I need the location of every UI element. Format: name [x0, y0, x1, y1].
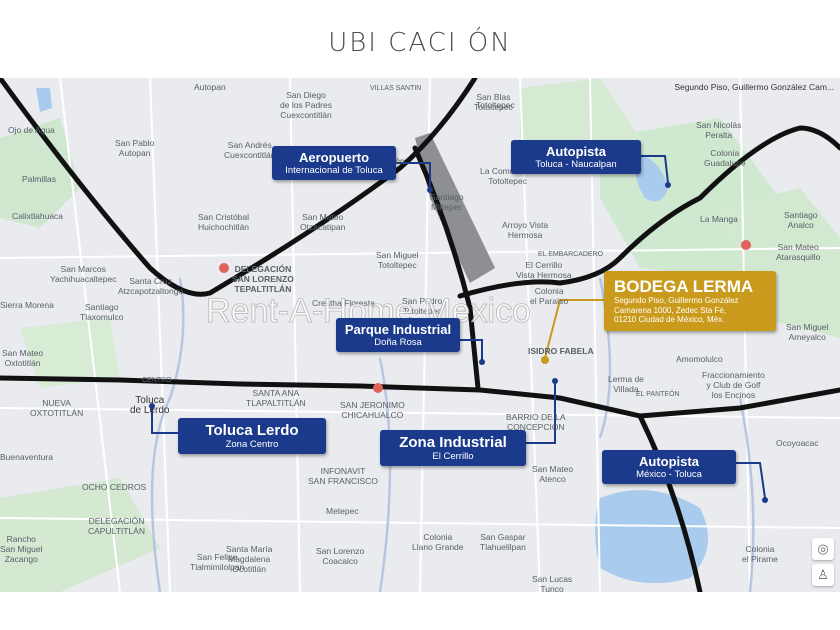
- badge-title: Autopista: [546, 144, 606, 159]
- place-label: San Pedro Totoltepec: [402, 296, 443, 316]
- green-area: [0, 118, 80, 228]
- badge-subtitle: Toluca - Naucalpan: [535, 159, 617, 170]
- place-label: Fraccionamiento y Club de Golf los Encin…: [702, 370, 765, 400]
- badge-title: Zona Industrial: [399, 434, 507, 451]
- lake: [595, 490, 708, 584]
- map-canvas: [0, 78, 840, 592]
- place-label: San Nicolás Peralta: [696, 120, 742, 140]
- place-label: Buenaventura: [0, 452, 53, 462]
- place-label: San Blas Totoltepec: [474, 92, 513, 112]
- place-label: San Andrés Cuexcontitlán: [224, 140, 276, 160]
- place-label: San Mateo Atarasquillo: [776, 242, 821, 262]
- place-label: San Pablo Autopan: [115, 138, 155, 158]
- badge-title: Parque Industrial: [344, 322, 452, 337]
- badge-subtitle: Zona Centro: [225, 439, 279, 450]
- place-label: DELEGACIÓN CAPULTITLÁN: [88, 516, 145, 536]
- bodega-address-line: Camarena 1000, Zedec Sta Fé,: [614, 305, 727, 315]
- badge-subtitle: El Cerrillo: [432, 451, 474, 462]
- place-label: San Cristóbal Huichochitlán: [198, 212, 250, 232]
- bodega-title: BODEGA LERMA: [614, 277, 754, 296]
- place-label: Colonia Guadalupe: [704, 148, 746, 168]
- badge-toluca-lerdo[interactable]: Toluca Lerdo Zona Centro: [178, 418, 326, 454]
- place-label: VILLAS SANTIN: [370, 85, 422, 92]
- place-label: BARRIO DE LA CONCEPCIÓN: [506, 412, 566, 432]
- place-label: INFONAVIT SAN FRANCISCO: [308, 466, 378, 486]
- green-area: [0, 478, 160, 592]
- place-label: El Cerrillo Vista Hermosa: [516, 260, 572, 280]
- place-label: Ocoyoacac: [776, 438, 819, 448]
- place-label: EL EMBARCADERO: [538, 251, 604, 258]
- badge-title: Toluca Lerdo: [205, 422, 299, 439]
- page-title: UBI CACI ÓN: [328, 28, 512, 58]
- map[interactable]: Segundo Piso, Guillermo González Cam... …: [0, 78, 840, 592]
- street-view-icon[interactable]: ♙: [812, 564, 834, 586]
- place-label: San Lucas Tunco: [532, 574, 573, 592]
- place-label: San Lorenzo Coacalco: [316, 546, 365, 566]
- place-label: Sierra Morena: [0, 300, 54, 310]
- place-label: San Miguel Totoltepec: [376, 250, 419, 270]
- locate-icon[interactable]: ◎: [812, 538, 834, 560]
- address-bar: Segundo Piso, Guillermo González Cam...: [674, 82, 834, 92]
- green-area: [720, 188, 840, 338]
- place-label: San Marcos Yachihuacaltepec: [50, 264, 117, 284]
- place-label: Santa María Magdalena Ocotitlán: [226, 544, 273, 574]
- place-label: San Gaspar Tlahuelilpan: [480, 532, 526, 552]
- place-label: San Miguel Ameyalco: [786, 322, 829, 342]
- highways: [0, 78, 840, 592]
- badge-subtitle: México - Toluca: [636, 469, 702, 480]
- place-label: Santa Cruz Atzcapotzaltongo: [118, 276, 184, 296]
- place-label: OCHO CEDROS: [82, 482, 147, 492]
- badge-autopista-naucalpan[interactable]: Autopista Toluca - Naucalpan: [511, 140, 641, 174]
- place-label: EL PANTEÓN: [636, 391, 680, 398]
- place-label: ISIDRO FABELA: [528, 346, 594, 356]
- place-label: Colonia el Pirame: [742, 544, 778, 564]
- place-label: Santiago Tlaxomulco: [80, 302, 124, 322]
- place-label: Colonia Llano Grande: [412, 532, 464, 552]
- lake: [36, 88, 52, 112]
- place-label: NUEVA OXTOTITLÁN: [30, 398, 84, 418]
- bodega-address-line: 01210 Ciudad de México, Méx.: [614, 315, 725, 324]
- badge-parque-industrial[interactable]: Parque Industrial Doña Rosa: [336, 318, 460, 352]
- place-label: Crestha Floresta: [312, 298, 375, 308]
- place-label: Totoltepec: [476, 100, 515, 110]
- place-label: San Mateo Otzacatipan: [300, 212, 346, 232]
- place-label: Ojo de Agua: [8, 125, 55, 135]
- place-label: Arroyo Vista Hermosa: [502, 220, 549, 240]
- badge-zona-industrial[interactable]: Zona Industrial El Cerrillo: [380, 430, 526, 466]
- place-label: Calixtlahuaca: [12, 211, 64, 221]
- place-label: Santiago Miltepec: [430, 192, 464, 212]
- place-label: Toluca de Lerdo: [130, 395, 170, 416]
- badge-title: Aeropuerto: [298, 150, 370, 165]
- lake: [634, 153, 668, 202]
- place-label: CENTRO: [142, 377, 172, 384]
- place-label: Amomolulco: [676, 354, 723, 364]
- place-label: SANTA ANA TLAPALTITLÁN: [246, 388, 306, 408]
- badge-bodega-lerma[interactable]: BODEGA LERMA Segundo Piso, Guillermo Gon…: [604, 271, 776, 331]
- place-label: Autopan: [194, 82, 226, 92]
- badge-subtitle: Doña Rosa: [374, 337, 422, 348]
- place-label: Santiago Analco: [784, 210, 818, 230]
- place-label: Colonia el Paraíso: [530, 286, 569, 306]
- badge-title: Autopista: [639, 454, 699, 469]
- badge-autopista-mexico[interactable]: Autopista México - Toluca: [602, 450, 736, 484]
- place-label: La Manga: [700, 214, 738, 224]
- place-label: Palmillas: [22, 174, 57, 184]
- place-label: San Diego de los Padres Cuexcontitlán: [280, 90, 332, 120]
- place-label: Metepec: [326, 506, 359, 516]
- place-label: Rancho San Miguel Zacango: [0, 534, 43, 564]
- place-label: San Mateo Atenco: [532, 464, 574, 484]
- place-label: SAN JERONIMO CHICAHUALCO: [340, 400, 405, 420]
- badge-aeropuerto[interactable]: Aeropuerto Internacional de Toluca: [272, 146, 396, 180]
- place-label: San Mateo Oxtotitlán: [2, 348, 44, 368]
- place-label: San Felipe Tlalmimilolpan: [190, 552, 245, 572]
- badge-subtitle: Internacional de Toluca: [285, 165, 383, 176]
- airport-runway: [415, 133, 495, 283]
- place-label: Lerma de Villada: [608, 374, 644, 394]
- place-label: DELEGACIÓN SAN LORENZO TEPALTITLÁN: [232, 264, 294, 294]
- bodega-address-line: Segundo Piso, Guillermo González: [614, 296, 739, 305]
